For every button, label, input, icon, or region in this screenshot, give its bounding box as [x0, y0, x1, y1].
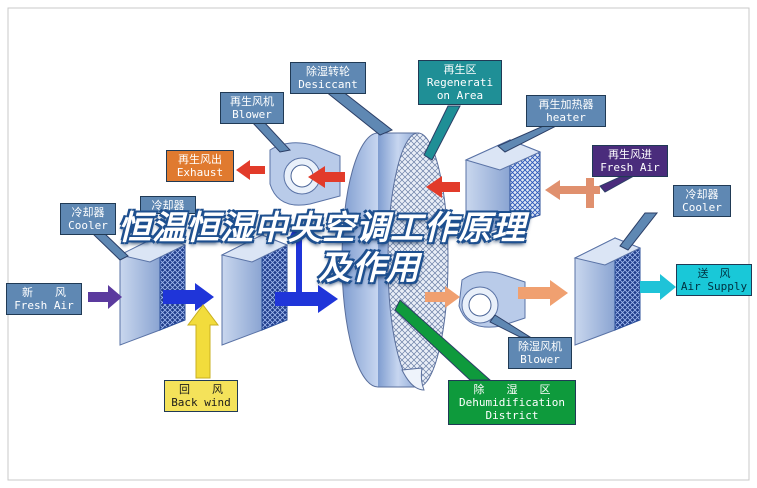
air-supply-label: 送 风 Air Supply — [676, 264, 752, 296]
process-air-arrows — [163, 218, 338, 313]
back-wind-label-en: Back wind — [171, 396, 231, 409]
regen-heater-label-en: heater — [546, 111, 586, 124]
outer-frame — [7, 7, 750, 481]
cooler-mid-label-cn: 冷却器 — [151, 199, 185, 212]
cooler-left-label-cn: 冷却器 — [71, 206, 105, 219]
desiccant-wheel — [341, 132, 449, 391]
regen-heater-label: 再生加热器 heater — [526, 95, 606, 127]
regen-exhaust-label-cn: 再生风出 — [178, 153, 222, 166]
regen-heater-unit — [464, 139, 542, 241]
overlay-title-line2: 及作用 — [318, 248, 420, 287]
cooler-left-label: 冷却器 Cooler — [60, 203, 116, 235]
back-wind-label: 回 风 Back wind — [164, 380, 238, 412]
regen-blower-label-en: Blower — [232, 108, 272, 121]
regen-blower-label-cn: 再生风机 — [230, 95, 274, 108]
dehumid-blower-label-en: Blower — [520, 353, 560, 366]
regen-blower-fan — [269, 142, 341, 206]
desiccant-label: 除湿转轮 Desiccant — [290, 62, 366, 94]
regen-air-arrows — [236, 160, 460, 198]
dehumid-blower-fan — [458, 271, 526, 328]
cooler-right-label: 冷却器 Cooler — [673, 185, 731, 217]
dehumid-air-arrows — [425, 280, 568, 308]
regen-heater-label-cn: 再生加热器 — [538, 98, 594, 111]
dehumid-district-label-cn: 除 湿 区 — [473, 383, 551, 396]
cooler-left-label-en: Cooler — [68, 219, 108, 232]
cooler-right-unit — [573, 237, 642, 346]
regen-blower-label: 再生风机 Blower — [220, 92, 284, 124]
regen-fresh-label: 再生风进 Fresh Air — [592, 145, 668, 177]
dehumid-district-label-en1: Dehumidification — [459, 396, 565, 409]
air-supply-label-cn: 送 风 — [697, 267, 731, 280]
cooler-left-unit — [118, 234, 187, 346]
fresh-air-label-en: Fresh Air — [14, 299, 74, 312]
regen-fresh-label-en: Fresh Air — [600, 161, 660, 174]
air-supply-label-en: Air Supply — [680, 280, 748, 293]
overlay-title-line1: 恒温恒湿中央空调工作原理 — [118, 208, 526, 247]
regen-area-label: 再生区 Regenerati on Area — [418, 60, 502, 105]
dehumid-district-label-en2: District — [485, 409, 539, 422]
dehumid-blower-label: 除湿风机 Blower — [508, 337, 572, 369]
cooler-mid-unit — [220, 234, 289, 346]
desiccant-label-cn: 除湿转轮 — [306, 65, 350, 78]
cooler-right-label-en: Cooler — [682, 201, 722, 214]
regen-fresh-label-cn: 再生风进 — [608, 148, 652, 161]
desiccant-label-en: Desiccant — [298, 78, 358, 91]
fresh-air-label: 新 风 Fresh Air — [6, 283, 82, 315]
cooler-right-label-cn: 冷却器 — [685, 188, 719, 201]
dehumid-blower-label-cn: 除湿风机 — [518, 340, 562, 353]
regen-area-label-cn: 再生区 — [443, 63, 477, 76]
regen-exhaust-label-en: Exhaust — [176, 166, 224, 179]
overlay-title: 恒温恒湿中央空调工作原理 及作用 — [118, 208, 658, 288]
regen-area-label-en1: Regenerati — [426, 76, 494, 89]
fresh-air-label-cn: 新 风 — [22, 286, 66, 299]
cooler-mid-label: 冷却器 — [140, 196, 196, 214]
fresh-air-arrow — [88, 285, 122, 309]
regen-area-label-en2: on Area — [436, 89, 484, 102]
dehumid-district-label: 除 湿 区 Dehumidification District — [448, 380, 576, 425]
regen-fresh-arrow — [545, 178, 600, 208]
regen-exhaust-label: 再生风出 Exhaust — [166, 150, 234, 182]
back-wind-label-cn: 回 风 — [179, 383, 223, 396]
air-supply-arrow — [640, 274, 676, 300]
back-wind-arrow — [187, 304, 219, 379]
